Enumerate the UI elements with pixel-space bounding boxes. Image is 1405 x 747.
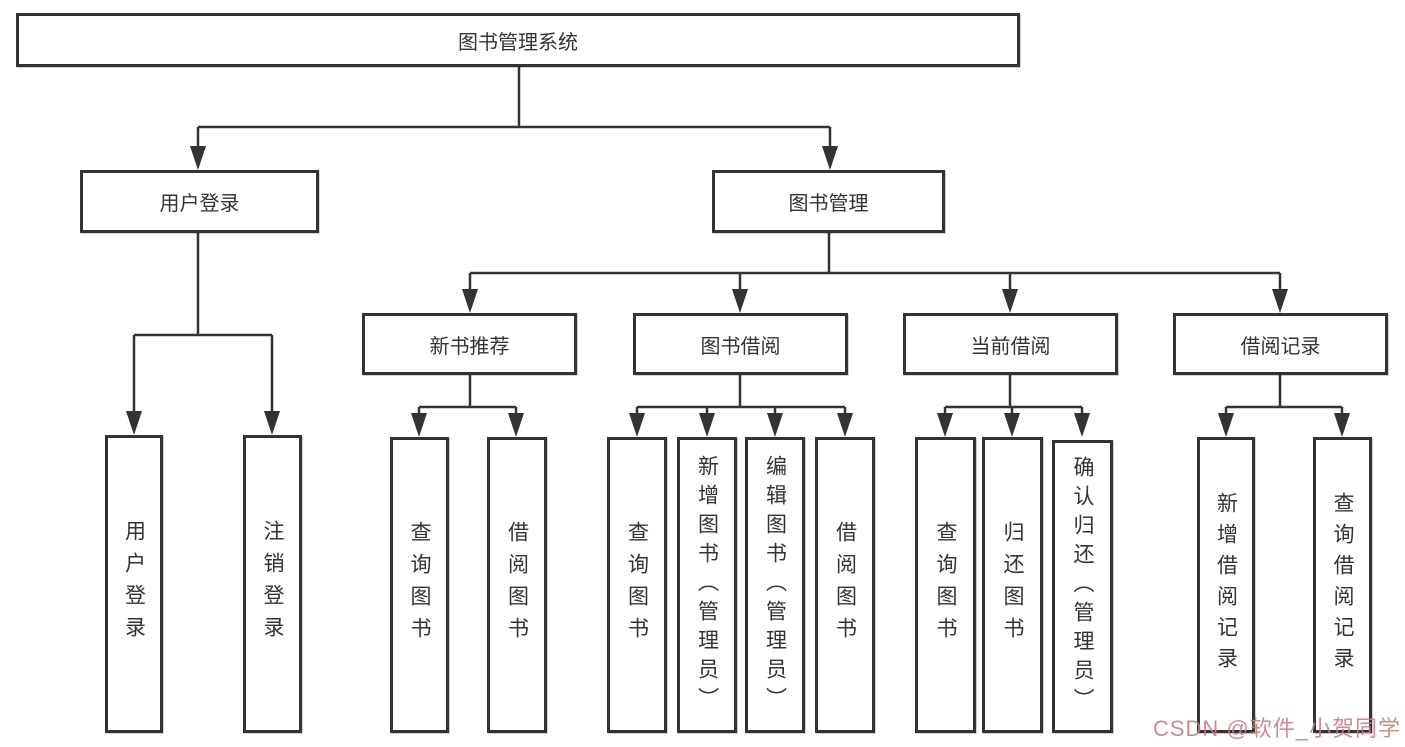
node-add-borrow-record: 新增借阅记录: [1197, 437, 1255, 733]
node-label: 编辑图书（管理员）: [763, 454, 787, 716]
node-label: 图书借阅: [700, 335, 781, 358]
node-label: 新增借阅记录: [1214, 492, 1238, 678]
node-label: 确认归还（管理员）: [1071, 456, 1094, 717]
node-label: 当前借阅: [970, 335, 1051, 358]
node-label: 查询图书: [625, 521, 649, 649]
node-confirm-return-admin: 确认归还（管理员）: [1052, 440, 1113, 733]
node-book-borrowing: 图书借阅: [633, 313, 848, 375]
node-label: 借阅记录: [1240, 335, 1321, 358]
node-borrow-books-borrowing: 借阅图书: [815, 437, 875, 733]
node-label: 借阅图书: [833, 521, 857, 649]
node-borrow-books-recommend: 借阅图书: [487, 437, 547, 733]
node-label: 用户登录: [122, 520, 146, 648]
arrowhead-icons: [126, 146, 1350, 437]
node-label: 注销登录: [261, 520, 284, 648]
node-label: 查询图书: [408, 521, 431, 649]
node-label: 新书推荐: [429, 335, 510, 358]
node-query-borrow-record: 查询借阅记录: [1313, 437, 1372, 733]
node-label: 图书管理: [788, 193, 869, 215]
node-label: 用户登录: [159, 193, 240, 215]
node-logout-action: 注销登录: [243, 435, 302, 733]
node-current-borrowing: 当前借阅: [903, 313, 1118, 375]
node-edit-book-admin: 编辑图书（管理员）: [745, 437, 805, 733]
node-label: 查询借阅记录: [1331, 492, 1354, 678]
node-label: 借阅图书: [505, 521, 529, 649]
node-library-management-system: 图书管理系统: [16, 13, 1020, 67]
node-return-book: 归还图书: [982, 437, 1043, 733]
node-book-management: 图书管理: [712, 170, 945, 233]
node-new-book-recommendation: 新书推荐: [362, 313, 577, 375]
node-query-books-recommend: 查询图书: [390, 437, 449, 733]
node-add-book-admin: 新增图书（管理员）: [677, 437, 737, 733]
node-label: 新增图书（管理员）: [695, 454, 719, 716]
node-user-login: 用户登录: [80, 170, 319, 233]
node-user-login-action: 用户登录: [105, 435, 163, 733]
node-borrowing-records: 借阅记录: [1173, 313, 1388, 375]
node-label: 归还图书: [1001, 521, 1024, 649]
node-label: 图书管理系统: [458, 31, 578, 54]
node-query-books-borrowing: 查询图书: [607, 437, 667, 733]
node-label: 查询图书: [934, 521, 957, 649]
node-query-books-current: 查询图书: [915, 437, 976, 733]
